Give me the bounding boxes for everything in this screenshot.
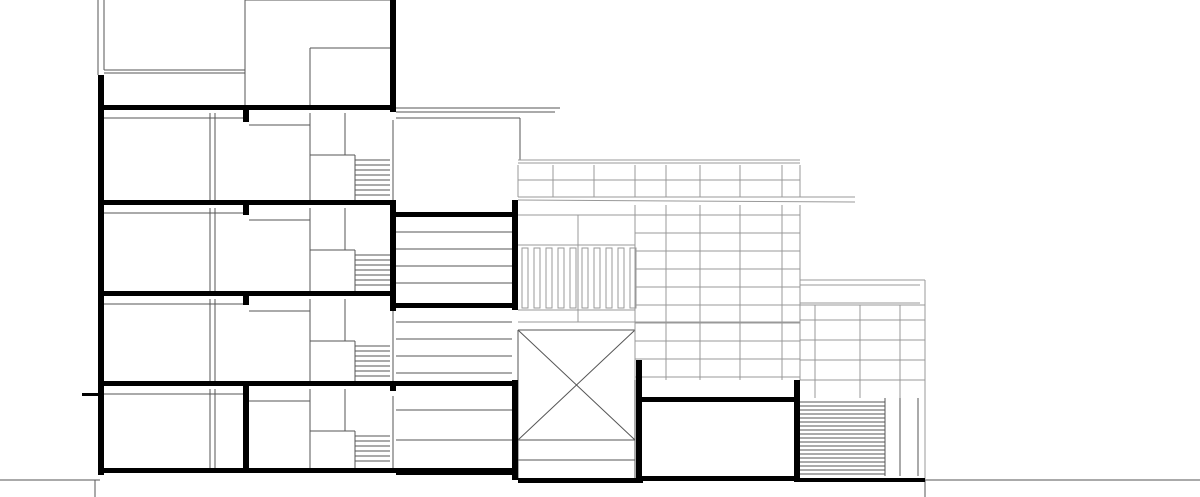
wall xyxy=(636,360,642,480)
floor-slab xyxy=(396,470,518,475)
floor-slab xyxy=(104,381,514,386)
wall xyxy=(390,200,396,310)
floor-slab xyxy=(642,397,794,402)
glazing-panel xyxy=(617,247,625,309)
floor-slab xyxy=(396,303,514,308)
glazing-panel xyxy=(593,247,601,309)
glazing-grid xyxy=(517,159,926,480)
structural-walls xyxy=(82,0,925,483)
floor-slab xyxy=(104,291,396,296)
column xyxy=(243,202,249,215)
glazing-panel xyxy=(521,247,529,309)
atrium-diagonal xyxy=(517,329,636,441)
wall xyxy=(390,381,396,391)
floor-slab xyxy=(642,476,800,481)
floor-slab xyxy=(518,478,643,483)
glazing-panel xyxy=(533,247,541,309)
glazing-panel xyxy=(629,247,637,309)
floor-slab xyxy=(800,478,925,482)
floor-slab xyxy=(104,105,396,110)
wall xyxy=(794,380,800,482)
wall xyxy=(390,291,396,311)
wall xyxy=(512,380,518,480)
glazing-panel xyxy=(605,247,613,309)
glazing-panel xyxy=(569,247,577,309)
floor-slab xyxy=(396,212,514,217)
column xyxy=(243,107,249,122)
glazing-panel xyxy=(545,247,553,309)
wall xyxy=(390,0,396,112)
wall xyxy=(512,200,518,310)
exterior-wall xyxy=(98,75,104,475)
entrance-canopy xyxy=(82,393,100,396)
column xyxy=(243,293,249,305)
glazing-panel xyxy=(581,247,589,309)
column xyxy=(243,383,249,470)
glazing-panel xyxy=(557,247,565,309)
drawing-line xyxy=(517,199,856,203)
floor-slab xyxy=(104,468,514,473)
floor-slab xyxy=(104,200,396,205)
